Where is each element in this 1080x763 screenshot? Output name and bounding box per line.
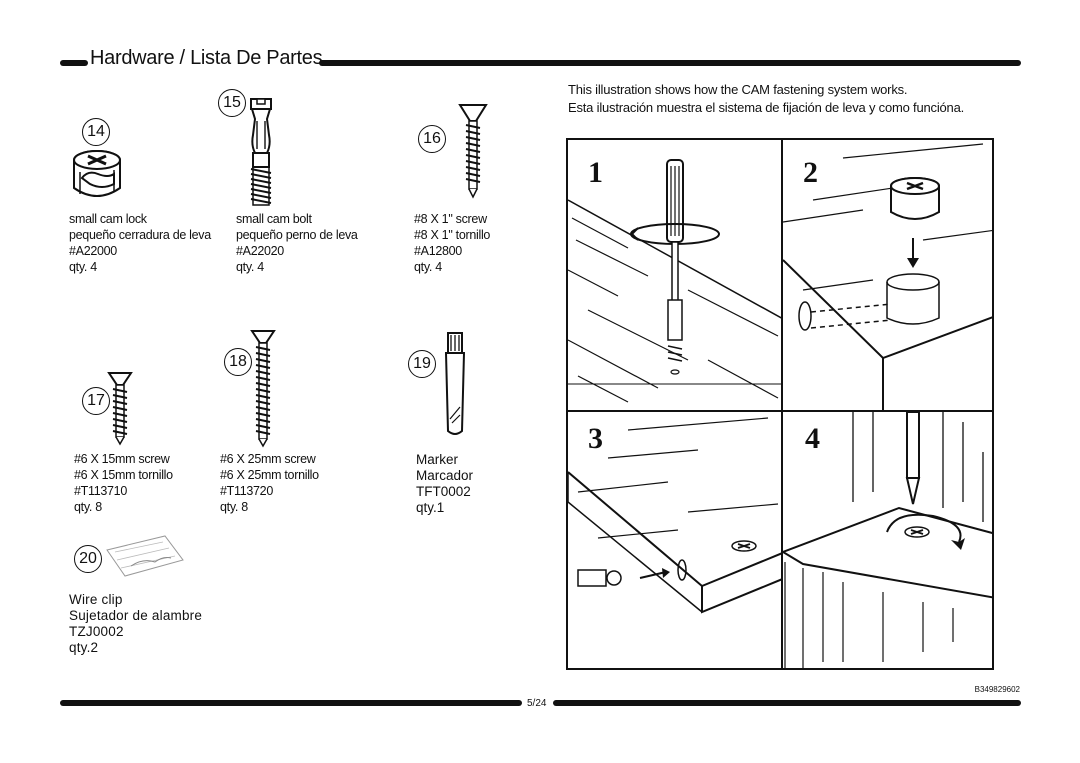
part-qty: qty. 4 — [69, 260, 97, 274]
part-code: #A22000 — [69, 244, 117, 258]
step-panel-2: 2 — [781, 138, 994, 412]
part-code: #T113720 — [220, 484, 273, 498]
part-qty: qty. 4 — [414, 260, 442, 274]
intro-line-es: Esta ilustración muestra el sistema de f… — [568, 100, 965, 115]
step-number: 2 — [803, 156, 818, 189]
screw-icon — [458, 104, 488, 199]
document-code: B349829602 — [974, 685, 1020, 694]
part-name-en: Wire clip — [69, 592, 123, 607]
cam-bolt-icon — [250, 98, 272, 206]
part-qty: qty.1 — [416, 500, 445, 515]
part-description-15: small cam bolt pequeño perno de leva #A2… — [236, 211, 358, 275]
header-rule-left — [60, 60, 88, 66]
part-number-19: 19 — [408, 350, 436, 378]
part-description-17: #6 X 15mm screw #6 X 15mm tornillo #T113… — [74, 451, 173, 515]
part-description-20: Wire clip Sujetador de alambre TZJ0002 q… — [69, 592, 202, 656]
part-name-es: pequeño cerradura de leva — [69, 228, 211, 242]
part-number-14: 14 — [82, 118, 110, 146]
part-qty: qty.2 — [69, 640, 99, 655]
part-name-en: small cam bolt — [236, 212, 312, 226]
part-number-15: 15 — [218, 89, 246, 117]
part-description-19: Marker Marcador TFT0002 qty.1 — [416, 452, 473, 516]
step-panel-3: 3 — [566, 410, 783, 670]
part-name-en: small cam lock — [69, 212, 147, 226]
step-number: 3 — [588, 422, 603, 455]
step-number: 4 — [805, 422, 820, 455]
part-name-es: #6 X 15mm tornillo — [74, 468, 173, 482]
part-qty: qty. 4 — [236, 260, 264, 274]
part-number-16: 16 — [418, 125, 446, 153]
part-code: TZJ0002 — [69, 624, 124, 639]
part-name-es: Marcador — [416, 468, 474, 483]
part-code: #A22020 — [236, 244, 284, 258]
part-name-es: Sujetador de alambre — [69, 608, 203, 623]
wire-clip-icon — [106, 535, 184, 577]
cam-lock-tighten-illustration — [783, 412, 992, 668]
step-panel-1: 1 — [566, 138, 783, 412]
part-number-17: 17 — [82, 387, 110, 415]
cam-lock-insert-illustration — [783, 143, 992, 410]
page-title: Hardware / Lista De Partes — [90, 47, 323, 69]
screw-icon — [250, 330, 276, 448]
part-number-18: 18 — [224, 348, 252, 376]
part-name-en: #6 X 15mm screw — [74, 452, 170, 466]
screwdriver-install-illustration — [568, 159, 781, 403]
part-name-en: #8 X 1" screw — [414, 212, 487, 226]
cam-bolt-insert-illustration — [568, 417, 781, 614]
header-rule-right — [319, 60, 1021, 66]
part-description-14: small cam lock pequeño cerradura de leva… — [69, 211, 211, 275]
part-description-18: #6 X 25mm screw #6 X 25mm tornillo #T113… — [220, 451, 319, 515]
part-qty: qty. 8 — [220, 500, 248, 514]
part-code: TFT0002 — [416, 484, 471, 499]
part-name-en: #6 X 25mm screw — [220, 452, 316, 466]
part-code: #T113710 — [74, 484, 127, 498]
footer-rule-left — [60, 700, 522, 706]
step-number: 1 — [588, 156, 603, 189]
cam-system-intro: This illustration shows how the CAM fast… — [568, 81, 964, 117]
intro-line-en: This illustration shows how the CAM fast… — [568, 82, 908, 97]
part-description-16: #8 X 1" screw #8 X 1" tornillo #A12800 q… — [414, 211, 490, 275]
part-code: #A12800 — [414, 244, 462, 258]
part-qty: qty. 8 — [74, 500, 102, 514]
cam-lock-icon — [73, 150, 121, 197]
screw-icon — [107, 372, 133, 446]
step-panel-4: 4 — [781, 410, 994, 670]
part-name-en: Marker — [416, 452, 459, 467]
part-name-es: #6 X 25mm tornillo — [220, 468, 319, 482]
footer-rule-right — [553, 700, 1021, 706]
part-name-es: pequeño perno de leva — [236, 228, 358, 242]
part-number-20: 20 — [74, 545, 102, 573]
part-name-es: #8 X 1" tornillo — [414, 228, 491, 242]
marker-icon — [444, 332, 466, 435]
page-number: 5/24 — [527, 698, 547, 709]
